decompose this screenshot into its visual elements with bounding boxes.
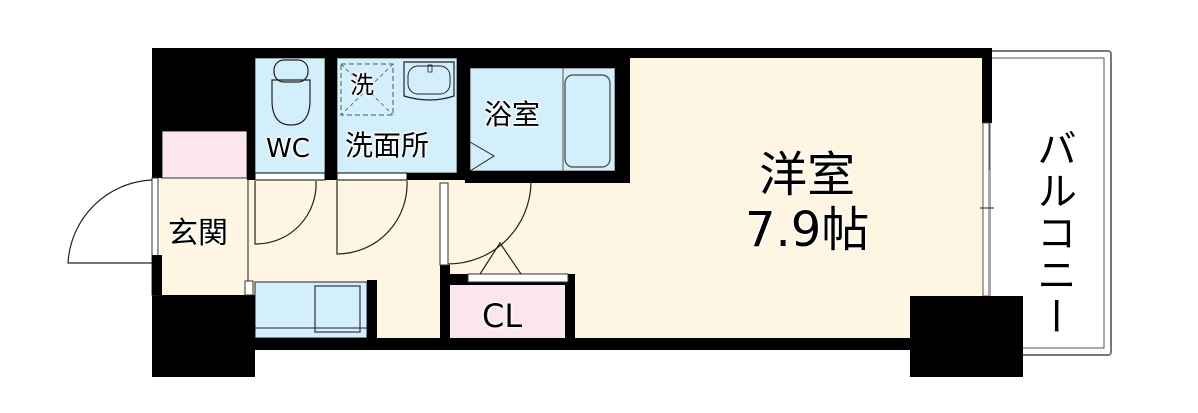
wc-label: WC	[266, 134, 310, 164]
bathtub-icon	[564, 74, 611, 168]
closet-room	[450, 285, 565, 345]
washbasin-icon	[403, 61, 455, 101]
toilet-bowl-icon	[271, 79, 311, 126]
washer-space	[340, 63, 394, 116]
bathroom-label: 浴室	[484, 98, 541, 131]
entrance-label: 玄関	[168, 216, 228, 251]
entrance-door[interactable]	[67, 179, 153, 264]
closet-door[interactable]	[479, 241, 522, 275]
balcony-label: バルコニー	[1030, 128, 1076, 338]
wall-block	[152, 48, 249, 131]
sink-basin	[314, 285, 361, 333]
western-room-size: 7.9帖	[745, 202, 870, 259]
pillar	[910, 296, 1023, 377]
washroom-door[interactable]	[336, 180, 408, 255]
closet-label: CL	[482, 297, 523, 335]
balcony-window[interactable]	[982, 122, 990, 297]
shoe-storage	[161, 130, 248, 179]
western-room-label: 洋室 7.9帖	[745, 147, 870, 259]
western-room-name: 洋室	[759, 147, 856, 203]
bottom-wall	[255, 338, 985, 350]
washroom-label: 洗面所	[345, 129, 430, 162]
room-door[interactable]	[447, 182, 532, 265]
top-wall	[152, 48, 990, 58]
washer-label: 洗	[350, 71, 374, 99]
wc-door[interactable]	[254, 180, 317, 245]
toilet-tank-icon	[273, 59, 309, 83]
